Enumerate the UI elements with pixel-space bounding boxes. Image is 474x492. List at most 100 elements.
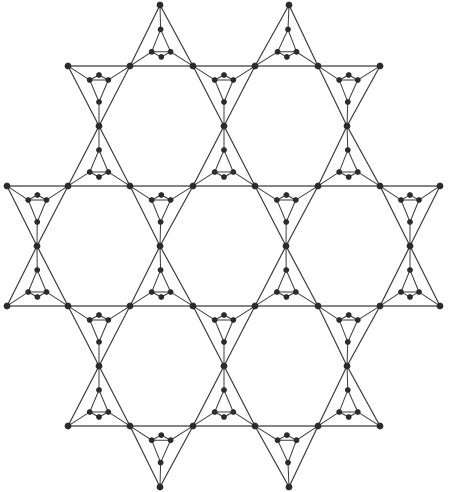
gadget-node [345, 174, 352, 180]
gadget-node [167, 437, 174, 444]
lattice-node [3, 302, 11, 310]
gadget-node [354, 169, 361, 175]
gadget-node [285, 26, 291, 33]
gadget-node [157, 26, 164, 33]
gadget-link [346, 341, 349, 367]
gadget-node [283, 294, 290, 300]
gadget-link [232, 65, 256, 81]
lattice-edge [159, 425, 194, 488]
gadget-edge [160, 28, 172, 53]
gadget-node [105, 169, 112, 175]
gadget-node [43, 289, 50, 295]
lattice-node [220, 362, 228, 370]
gadget-link [317, 411, 340, 427]
gadget-link [357, 305, 381, 321]
gadget-edge [223, 149, 234, 173]
gadget-node [105, 77, 112, 83]
gadget-edge [160, 269, 172, 293]
gadget-node [211, 77, 218, 83]
lattice-edge [346, 125, 381, 187]
gadget-node [274, 289, 280, 295]
gadget-node [25, 197, 32, 203]
lattice-node [285, 483, 293, 491]
gadget-edge [347, 149, 359, 173]
edge-layer [6, 4, 441, 488]
gadget-link [346, 101, 349, 127]
gadget-edge [347, 389, 359, 413]
gadget-link [107, 171, 131, 187]
gadget-node [283, 219, 290, 225]
gadget-link [46, 185, 69, 201]
gadget-link [357, 65, 381, 81]
gadget-node [292, 289, 299, 295]
gadget-node [336, 409, 343, 415]
gadget-edge [223, 79, 234, 103]
lattice-edge [379, 185, 411, 247]
lattice-edge [192, 365, 225, 427]
gadget-link [170, 425, 194, 441]
lattice-node [251, 302, 259, 310]
gadget-node [283, 192, 290, 198]
lattice-edge [6, 185, 38, 247]
lattice-node [285, 1, 293, 9]
gadget-node [148, 197, 155, 203]
lattice-edge [223, 365, 256, 427]
lattice-edge [223, 305, 256, 367]
gadget-edge [276, 269, 287, 293]
gadget-node [157, 459, 164, 466]
gadget-node [34, 294, 41, 300]
gadget-link [254, 291, 278, 307]
lattice-node [189, 422, 197, 430]
lattice-edge [98, 125, 131, 187]
lattice-node [33, 242, 41, 250]
gadget-link [287, 4, 290, 30]
lattice-node [64, 302, 72, 310]
gadget-link [192, 411, 216, 427]
lattice-node [251, 422, 259, 430]
gadget-edge [214, 319, 225, 343]
gadget-edge [27, 269, 38, 293]
gadget-node [416, 289, 422, 295]
gadget-link [232, 171, 256, 187]
gadget-link [192, 171, 216, 187]
gadget-link [107, 411, 131, 427]
gadget-link [159, 4, 162, 30]
gadget-node [274, 48, 281, 55]
lattice-node [189, 182, 197, 190]
lattice-edge [98, 365, 131, 427]
lattice-edge [254, 245, 287, 307]
gadget-link [170, 185, 194, 201]
lattice-edge [129, 425, 161, 488]
lattice-edge [67, 125, 100, 187]
gadget-link [295, 185, 319, 201]
gadget-edge [338, 389, 349, 413]
gadget-node [345, 312, 352, 318]
gadget-link [296, 425, 319, 441]
gadget-node [96, 339, 102, 345]
gadget-node [398, 289, 404, 295]
lattice-node [189, 62, 197, 70]
gadget-node [407, 192, 413, 198]
lattice-node [282, 242, 290, 250]
gadget-node [345, 414, 352, 420]
gadget-node [158, 432, 165, 438]
lattice-edge [192, 305, 225, 367]
gadget-node [96, 387, 102, 393]
gadget-link [46, 291, 69, 307]
gadget-node [25, 289, 32, 295]
gadget-node [211, 317, 218, 323]
gadget-node [344, 147, 351, 153]
gadget-edge [151, 28, 162, 53]
gadget-edge [400, 269, 411, 293]
gadget-link [254, 51, 279, 67]
gadget-node [211, 169, 218, 175]
gadget-node [34, 267, 41, 273]
gadget-link [6, 185, 29, 201]
lattice-edge [129, 185, 161, 247]
gadget-node [96, 174, 102, 180]
gadget-node [284, 432, 290, 438]
lattice-edge [223, 125, 256, 187]
lattice-node [376, 302, 384, 310]
lattice-node [314, 182, 322, 190]
node-layer [3, 1, 444, 491]
